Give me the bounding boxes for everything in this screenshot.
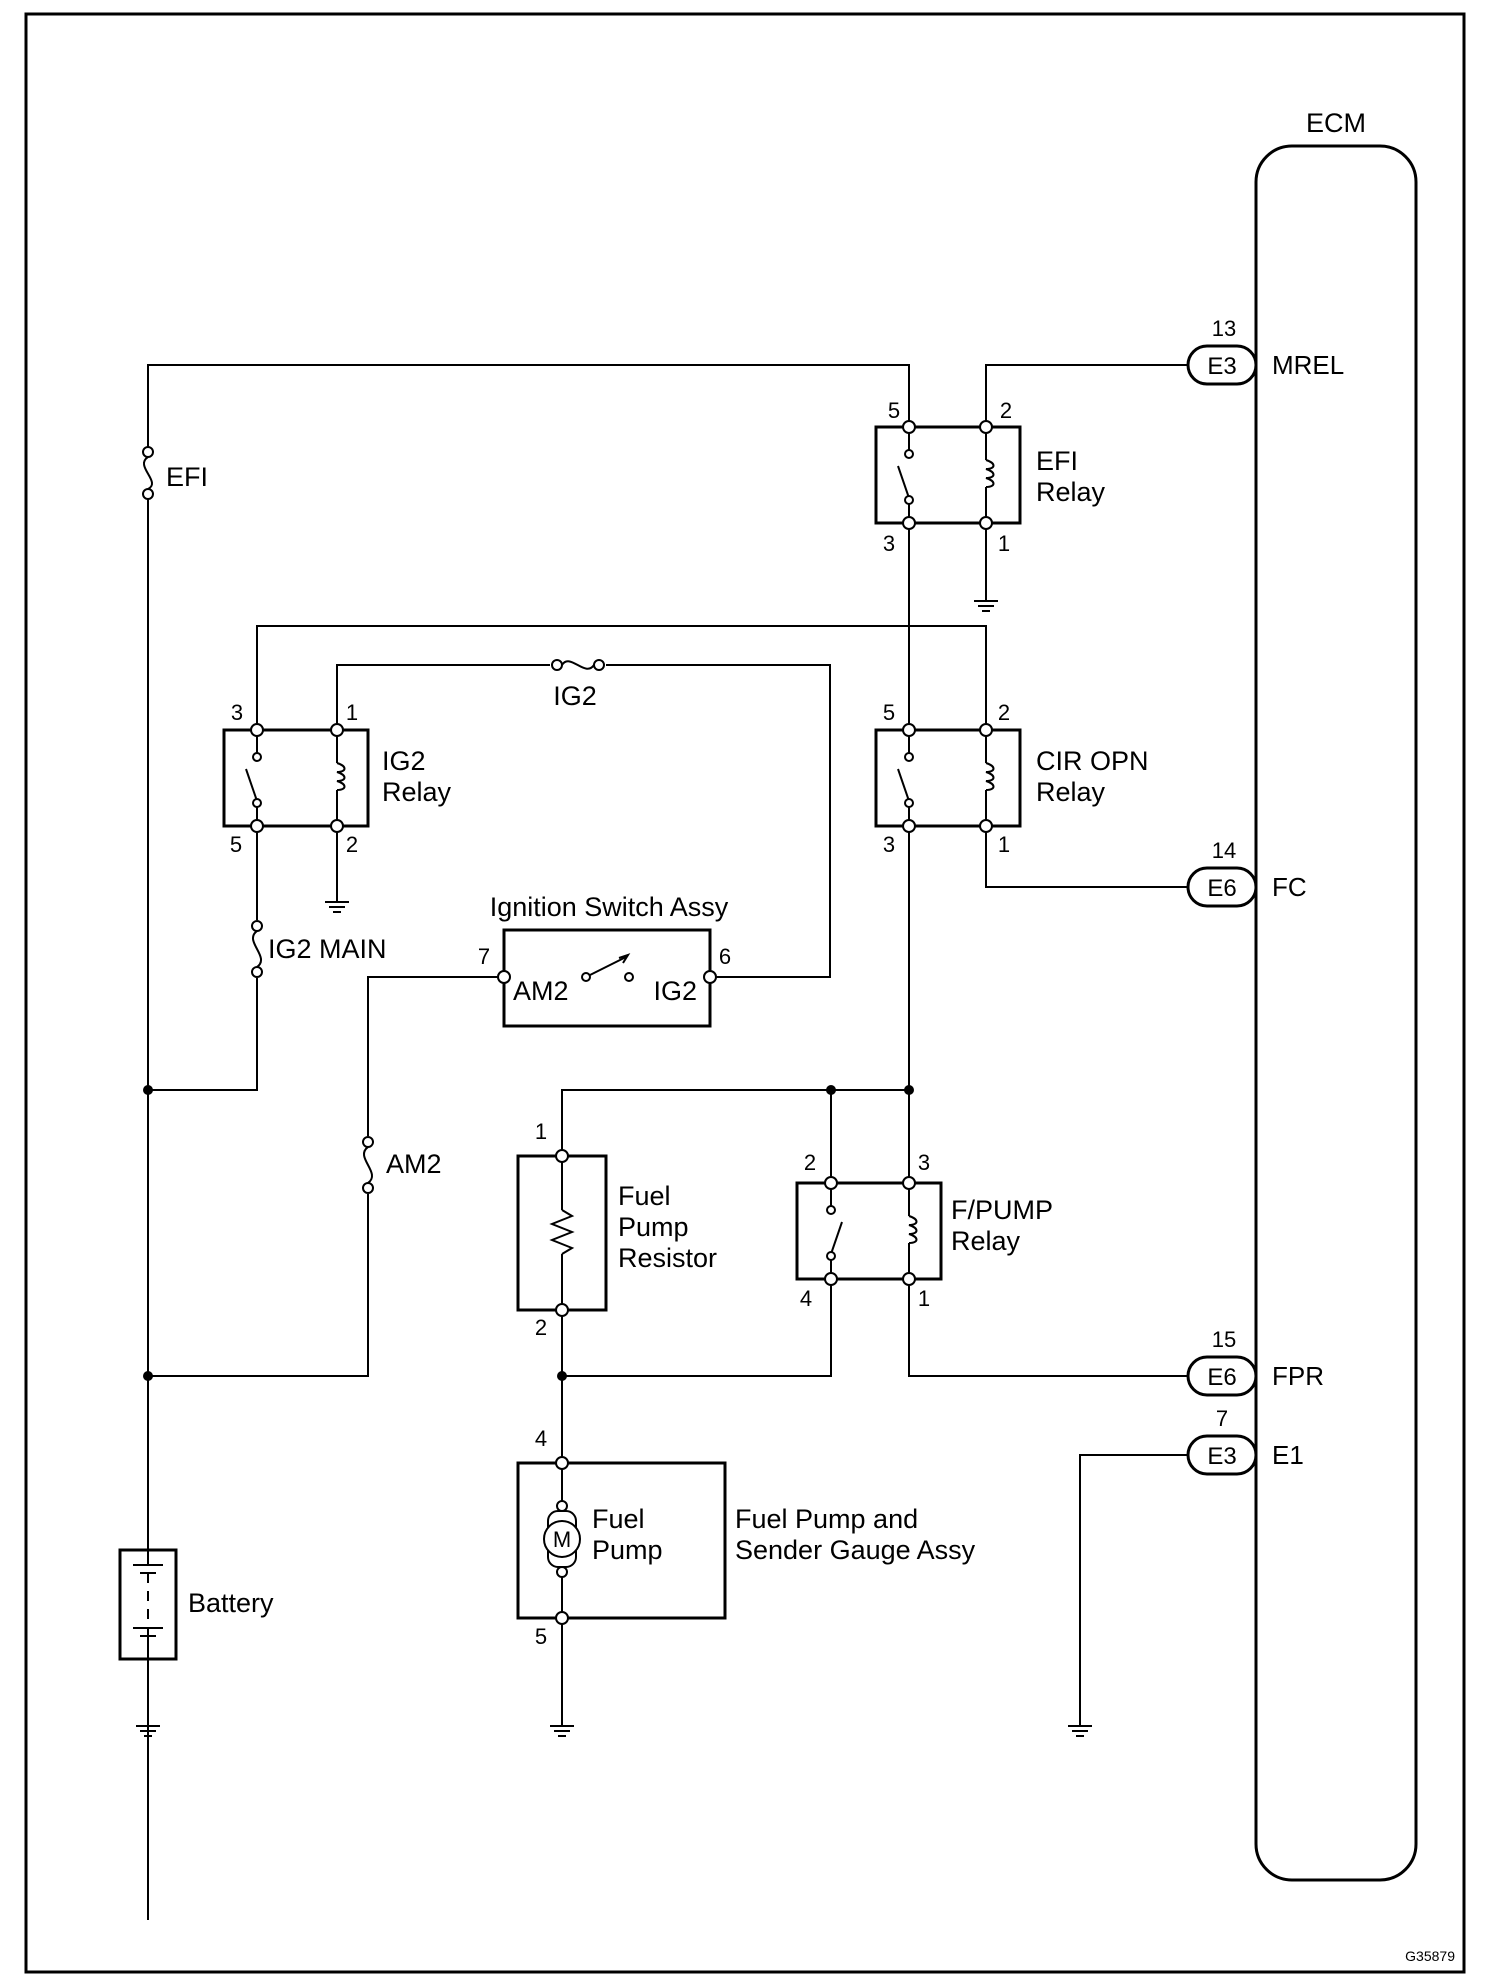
fpump-relay: 2 3 4 1 F/PUMP Relay <box>795 1150 1053 1311</box>
ecm: ECM <box>1254 108 1418 1882</box>
ecm-title: ECM <box>1306 108 1366 138</box>
ig2-main-fuse-label: IG2 MAIN <box>268 934 387 964</box>
ecm-terminal-fpr: 15 E6 FPR <box>1186 1327 1324 1397</box>
cir-opn-relay: 5 2 3 1 CIR OPN Relay <box>874 700 1149 857</box>
fuel-pump-assy-label: Fuel Pump and <box>735 1504 918 1534</box>
ig2-relay-pin: 2 <box>346 832 358 857</box>
efi-relay-pin: 2 <box>1000 398 1012 423</box>
relay-coil-icon <box>336 736 346 820</box>
battery-label: Battery <box>188 1588 274 1618</box>
cir-opn-relay-pin: 5 <box>883 700 895 725</box>
efi-relay-label: Relay <box>1036 477 1106 507</box>
cir-opn-relay-pin: 3 <box>883 832 895 857</box>
ecm-pin-number: 7 <box>1216 1406 1228 1431</box>
efi-relay: 5 2 3 1 EFI Relay <box>874 398 1106 556</box>
ignition-switch: Ignition Switch Assy AM2 IG2 7 6 <box>478 892 731 1028</box>
ecm-signal: FC <box>1272 872 1307 902</box>
ecm-pin-number: 15 <box>1212 1327 1236 1352</box>
fpump-relay-label: Relay <box>951 1226 1021 1256</box>
efi-relay-label: EFI <box>1036 446 1078 476</box>
ig2-relay-pin: 5 <box>230 832 242 857</box>
ecm-pin-number: 13 <box>1212 316 1236 341</box>
ignition-switch-pin: 7 <box>478 944 490 969</box>
ignition-switch-pin: 6 <box>719 944 731 969</box>
relay-coil-icon <box>985 433 995 517</box>
ignition-switch-am2: AM2 <box>513 976 569 1006</box>
fuse-icon <box>362 1146 374 1184</box>
ecm-terminal-fc: 14 E6 FC <box>1186 838 1307 908</box>
ig2-relay-label: IG2 <box>382 746 426 776</box>
ig2-relay-label: Relay <box>382 777 452 807</box>
ig2-relay: 3 1 5 2 IG2 Relay <box>222 700 452 857</box>
resistor-label: Resistor <box>618 1243 717 1273</box>
fuel-pump-assy: M Fuel Pump 4 5 Fuel Pump and Sender Gau… <box>516 1426 976 1649</box>
ecm-connector: E3 <box>1207 353 1236 380</box>
resistor-label: Pump <box>618 1212 689 1242</box>
resistor-icon <box>549 1209 575 1255</box>
cir-opn-relay-pin: 2 <box>998 700 1010 725</box>
ecm-signal: FPR <box>1272 1361 1324 1391</box>
ecm-body <box>1254 144 1418 1882</box>
ig2-relay-pin: 3 <box>231 700 243 725</box>
fuse-icon <box>561 660 595 670</box>
ignition-switch-title: Ignition Switch Assy <box>490 892 729 922</box>
ecm-terminal-mrel: 13 E3 MREL <box>1186 316 1344 386</box>
fuel-pump-assy-label: Sender Gauge Assy <box>735 1535 976 1565</box>
efi-relay-pin: 3 <box>883 531 895 556</box>
efi-relay-pin: 5 <box>888 398 900 423</box>
relay-switch-icon <box>826 1189 843 1273</box>
ig2-fuse: IG2 <box>550 657 606 711</box>
relay-switch-icon <box>897 736 914 820</box>
ecm-pin-number: 14 <box>1212 838 1236 863</box>
relay-coil-icon <box>908 1189 918 1273</box>
fuel-pump-resistor: 1 2 Fuel Pump Resistor <box>516 1119 717 1340</box>
fuel-pump-label: Pump <box>592 1535 663 1565</box>
ecm-signal: E1 <box>1272 1440 1304 1470</box>
fuel-pump-pin: 4 <box>535 1426 547 1451</box>
fpump-relay-pin: 2 <box>804 1150 816 1175</box>
page-frame <box>24 12 1466 1974</box>
resistor-pin: 1 <box>535 1119 547 1144</box>
ig2-relay-pin: 1 <box>346 700 358 725</box>
ecm-connector: E6 <box>1207 875 1236 902</box>
cir-opn-relay-label: CIR OPN <box>1036 746 1149 776</box>
am2-fuse-label: AM2 <box>386 1149 442 1179</box>
efi-fuse-label: EFI <box>166 462 208 492</box>
am2-fuse: AM2 <box>360 1136 442 1194</box>
resistor-pin: 2 <box>535 1315 547 1340</box>
ig2-main-fuse: IG2 MAIN <box>249 920 387 978</box>
fuse-icon <box>251 930 263 968</box>
ecm-connector: E3 <box>1207 1443 1236 1470</box>
battery-icon <box>133 1550 163 1659</box>
figure-code: G35879 <box>1405 1948 1455 1964</box>
junctions <box>143 1085 914 1381</box>
motor-symbol: M <box>553 1527 571 1552</box>
wires <box>147 364 1188 1920</box>
efi-relay-pin: 1 <box>998 531 1010 556</box>
fuel-pump-label: Fuel <box>592 1504 645 1534</box>
relay-switch-icon <box>897 433 914 517</box>
resistor-label: Fuel <box>618 1181 671 1211</box>
ig2-fuse-label: IG2 <box>553 681 597 711</box>
ecm-signal: MREL <box>1272 350 1344 380</box>
battery: Battery <box>118 1548 274 1661</box>
fuse-icon <box>142 456 154 490</box>
fpump-relay-pin: 4 <box>800 1286 812 1311</box>
relay-coil-icon <box>985 736 995 820</box>
ignition-switch-ig2: IG2 <box>653 976 697 1006</box>
fuel-pump-pin: 5 <box>535 1624 547 1649</box>
fpump-relay-label: F/PUMP <box>951 1195 1053 1225</box>
relay-switch-icon <box>245 736 262 820</box>
ecm-connector: E6 <box>1207 1364 1236 1391</box>
efi-fuse: EFI <box>140 446 208 500</box>
ecm-terminal-e1: 7 E3 E1 <box>1186 1406 1304 1476</box>
fpump-relay-pin: 1 <box>918 1286 930 1311</box>
fpump-relay-pin: 3 <box>918 1150 930 1175</box>
cir-opn-relay-pin: 1 <box>998 832 1010 857</box>
cir-opn-relay-label: Relay <box>1036 777 1106 807</box>
